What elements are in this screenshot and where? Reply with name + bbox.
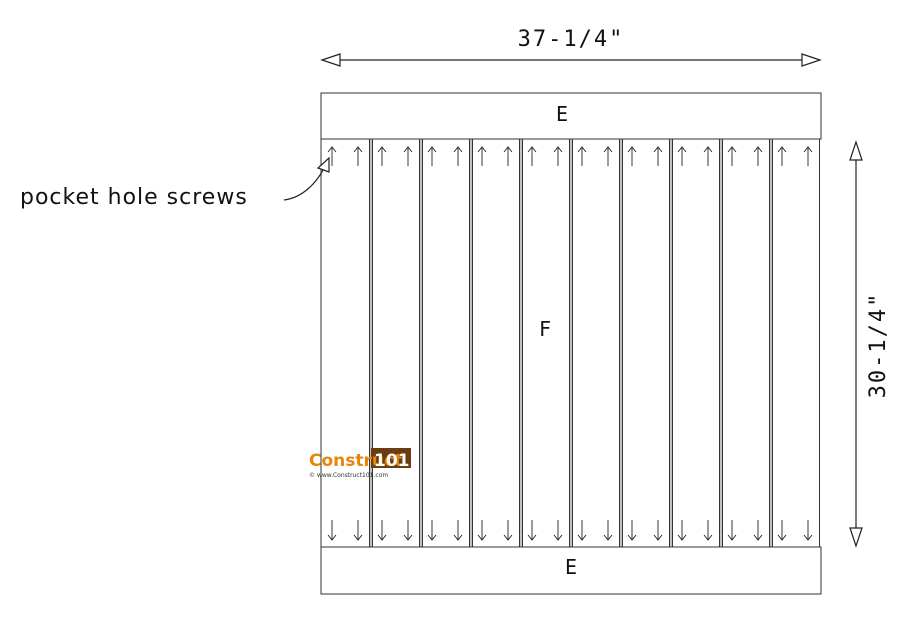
watermark-url: © www.Construct101.com	[309, 472, 388, 479]
pocket-hole-arrow-down-icon	[327, 520, 337, 541]
pocket-hole-arrow-down-icon	[727, 520, 737, 541]
pocket-hole-arrow-down-icon	[553, 520, 563, 541]
pocket-hole-arrow-down-icon	[353, 520, 363, 541]
slat	[570, 138, 620, 548]
bottom-rail: E	[320, 546, 822, 595]
pocket-hole-arrow-down-icon	[603, 520, 613, 541]
top-rail: E	[320, 92, 822, 140]
slat	[320, 138, 370, 548]
pocket-hole-arrow-up-icon	[553, 146, 563, 166]
arrowhead-left-icon	[320, 53, 341, 67]
arrowhead-right-icon	[801, 53, 822, 67]
pocket-hole-arrow-down-icon	[753, 520, 763, 541]
pocket-hole-arrow-up-icon	[627, 146, 637, 166]
pocket-hole-arrow-up-icon	[727, 146, 737, 166]
pocket-hole-arrow-up-icon	[777, 146, 787, 166]
pocket-hole-arrow-up-icon	[353, 146, 363, 166]
pocket-hole-arrow-down-icon	[677, 520, 687, 541]
pocket-hole-arrow-down-icon	[653, 520, 663, 541]
pocket-hole-arrow-up-icon	[677, 146, 687, 166]
height-dimension: 30-1/4"	[849, 140, 891, 548]
callout-arrow-icon	[316, 156, 330, 173]
watermark-brand-number: 101	[374, 451, 410, 471]
pocket-hole-arrow-up-icon	[403, 146, 413, 166]
pocket-hole-callout: pocket hole screws	[20, 156, 330, 210]
pocket-hole-arrow-down-icon	[703, 520, 713, 541]
pocket-hole-arrow-down-icon	[777, 520, 787, 541]
width-label: 37-1/4"	[518, 27, 625, 52]
pocket-hole-arrow-down-icon	[377, 520, 387, 541]
slat	[520, 138, 570, 548]
pocket-hole-arrow-down-icon	[477, 520, 487, 541]
pocket-hole-arrow-up-icon	[603, 146, 613, 166]
slats-group	[320, 138, 820, 548]
callout-label: pocket hole screws	[20, 185, 248, 210]
construct101-watermark: Construct 101 © www.Construct101.com	[309, 448, 411, 479]
pocket-hole-arrow-down-icon	[403, 520, 413, 541]
pocket-hole-arrow-up-icon	[653, 146, 663, 166]
arrowhead-up-icon	[849, 140, 863, 161]
pocket-hole-arrow-up-icon	[577, 146, 587, 166]
watermark-brand: Construct	[309, 451, 402, 471]
pocket-hole-arrow-down-icon	[453, 520, 463, 541]
pocket-hole-arrow-down-icon	[527, 520, 537, 541]
pocket-hole-arrow-up-icon	[427, 146, 437, 166]
pocket-hole-arrow-up-icon	[527, 146, 537, 166]
bottom-rail-label: E	[565, 555, 577, 579]
pocket-hole-arrow-down-icon	[577, 520, 587, 541]
slat	[670, 138, 720, 548]
pocket-hole-arrow-down-icon	[503, 520, 513, 541]
pocket-hole-arrow-up-icon	[453, 146, 463, 166]
slat	[770, 138, 820, 548]
pocket-hole-arrow-up-icon	[703, 146, 713, 166]
pocket-hole-arrow-down-icon	[627, 520, 637, 541]
pocket-hole-arrow-up-icon	[377, 146, 387, 166]
pocket-hole-arrow-down-icon	[803, 520, 813, 541]
slat	[470, 138, 520, 548]
callout-leader-line	[283, 163, 327, 201]
width-dimension: 37-1/4"	[320, 27, 822, 67]
slat-label: F	[539, 317, 551, 341]
pocket-hole-arrow-up-icon	[327, 146, 337, 166]
height-label: 30-1/4"	[866, 292, 891, 399]
slat	[720, 138, 770, 548]
slat	[420, 138, 470, 548]
slat	[620, 138, 670, 548]
arrowhead-down-icon	[849, 527, 863, 548]
pocket-hole-arrow-up-icon	[803, 146, 813, 166]
pocket-hole-arrow-up-icon	[477, 146, 487, 166]
pocket-hole-arrow-down-icon	[427, 520, 437, 541]
slat	[370, 138, 420, 548]
top-rail-label: E	[556, 102, 568, 126]
pocket-hole-arrow-up-icon	[753, 146, 763, 166]
pocket-hole-arrow-up-icon	[503, 146, 513, 166]
